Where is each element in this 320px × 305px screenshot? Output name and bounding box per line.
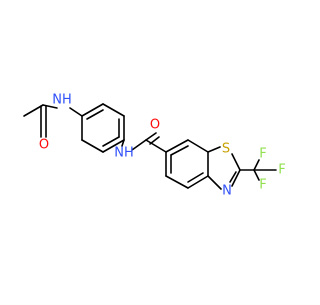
atom-n-ring: N — [222, 184, 232, 199]
bond-carbonyl-ring — [145, 139, 167, 153]
bond-ph-2 — [102, 103, 125, 117]
atom-nh-amide: NH — [114, 146, 134, 161]
bond-carbonyl-o-upper — [145, 132, 157, 141]
atom-f-top: F — [259, 147, 266, 162]
bond-cf3-f-bottom — [253, 169, 260, 181]
atom-labels: NH O NH O S N F F F — [39, 93, 286, 199]
bond-ph-inner-2 — [102, 136, 120, 147]
bond-methyl-carbonyl — [23, 104, 44, 117]
bond-n-c — [207, 175, 222, 190]
atom-f-bottom: F — [259, 178, 266, 193]
bond-bz-4 — [187, 175, 209, 189]
bond-cf3-f-top — [253, 159, 260, 171]
bond-ph-1 — [81, 103, 104, 117]
bond-ph-4 — [102, 139, 125, 153]
bond-bz-2 — [187, 139, 209, 153]
atom-o-acetyl: O — [39, 138, 49, 153]
bond-c2-n-inner — [229, 171, 237, 183]
atom-f-right: F — [278, 163, 285, 178]
atom-o-amide: O — [150, 118, 160, 133]
bond-phenyl-nh — [121, 139, 125, 147]
bond-nh-phenyl — [69, 107, 83, 117]
bond-bz-inner-2 — [187, 172, 204, 183]
bond-bz-inner-1 — [170, 145, 189, 156]
bond-c2-n — [231, 169, 241, 187]
bond-s-c2 — [231, 153, 241, 171]
atom-s-ring: S — [222, 142, 230, 157]
bond-ph-inner-1 — [86, 109, 104, 120]
bond-ph-5 — [81, 139, 104, 153]
bond-bz-5 — [165, 175, 189, 189]
bond-c-s — [207, 146, 221, 153]
structure-drawing: NH O NH O S N F F F — [23, 93, 286, 199]
bond-nh-carbonyl — [131, 139, 147, 151]
molecule-svg: NH O NH O S N F F F — [23, 93, 286, 199]
bond-lines — [23, 103, 277, 190]
bond-carbonyl-nh — [42, 104, 58, 109]
atom-nh-acetamide: NH — [52, 93, 72, 108]
bond-bz-1 — [165, 139, 189, 153]
